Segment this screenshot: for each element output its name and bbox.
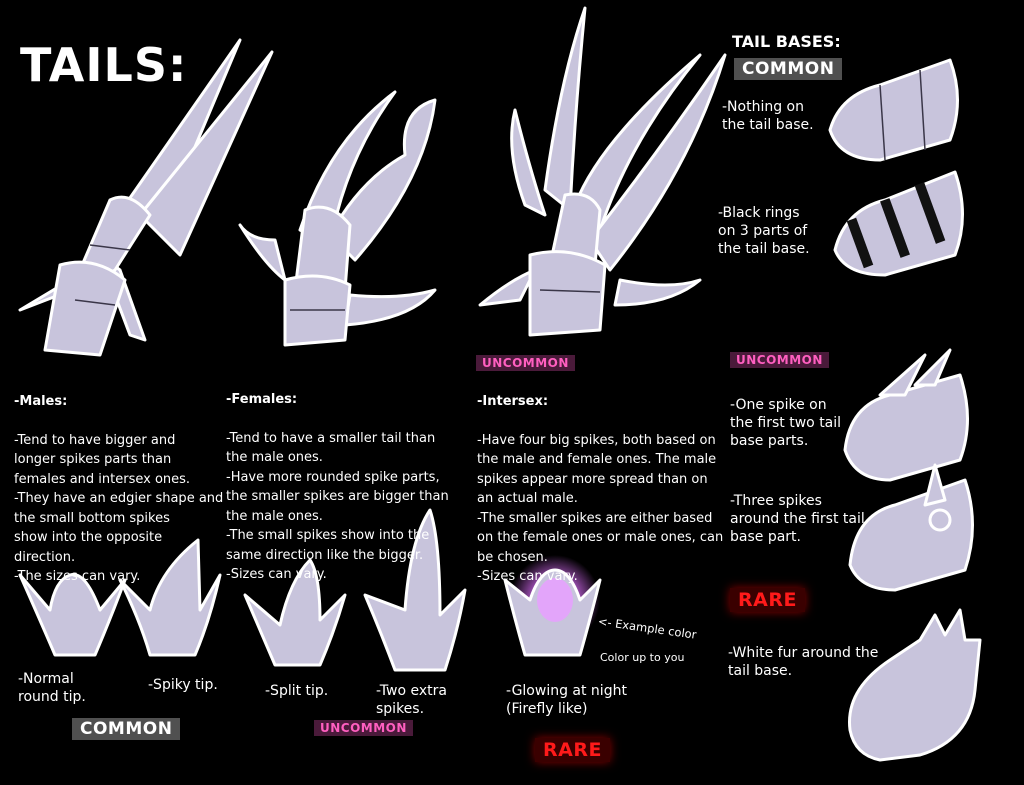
base-three-spikes-text: -Three spikes around the first tail base… (730, 493, 865, 545)
tips-rare-badge: RARE (535, 738, 610, 762)
base-one-spike-drawing (843, 348, 969, 482)
tip-spiky-label: -Spiky tip. (148, 677, 218, 693)
tail-bases-rare-badge: RARE (730, 588, 805, 612)
intersex-heading: -Intersex: (477, 393, 549, 409)
tail-bases-uncommon-badge: UNCOMMON (730, 352, 829, 368)
females-body: -Tend to have a smaller tail than the ma… (226, 430, 449, 583)
base-fur-drawing (848, 608, 982, 762)
color-up-note: Color up to you (600, 651, 685, 664)
females-section: -Females: -Tend to have a smaller tail t… (226, 370, 470, 604)
tip-normal-label: -Normal round tip. (18, 671, 86, 705)
tip-glowing-drawing (503, 555, 602, 657)
page-title: TAILS: (20, 38, 188, 92)
tips-uncommon-badge: UNCOMMON (314, 720, 413, 736)
males-section: -Males: -Tend to have bigger and longer … (14, 372, 226, 606)
tip-spiky-drawing (118, 538, 222, 657)
tips-common-badge: COMMON (72, 718, 181, 740)
tip-glowing-label: -Glowing at night (Firefly like) (506, 683, 627, 717)
base-fur-text: -White fur around the tail base. (728, 645, 879, 679)
intersex-body: -Have four big spikes, both based on the… (477, 432, 724, 585)
intersex-tail-drawing (478, 6, 727, 337)
males-heading: -Males: (14, 393, 68, 409)
tail-bases-common-badge: COMMON (734, 58, 843, 80)
intersex-section: -Intersex: -Have four big spikes, both b… (477, 372, 727, 606)
base-common-plain-drawing (828, 58, 959, 162)
base-three-spikes-drawing (848, 463, 974, 592)
females-heading: -Females: (226, 391, 298, 407)
intersex-uncommon-badge: UNCOMMON (476, 355, 575, 371)
base-rings-text: -Black rings on 3 parts of the tail base… (718, 205, 810, 257)
male-tail-drawing (18, 38, 274, 357)
tip-two-extra-drawing (363, 508, 467, 672)
base-common-rings-drawing (833, 170, 964, 277)
tip-normal-drawing (18, 572, 127, 657)
tip-two-extra-label: -Two extra spikes. (376, 683, 447, 717)
base-nothing-text: -Nothing on the tail base. (722, 99, 814, 133)
tail-bases-heading: TAIL BASES: (732, 32, 841, 51)
base-one-spike-text: -One spike on the first two tail base pa… (730, 397, 842, 449)
female-tail-drawing (238, 90, 437, 347)
males-body: -Tend to have bigger and longer spikes p… (14, 432, 224, 585)
tip-split-drawing (243, 558, 347, 667)
tip-split-label: -Split tip. (265, 683, 329, 699)
